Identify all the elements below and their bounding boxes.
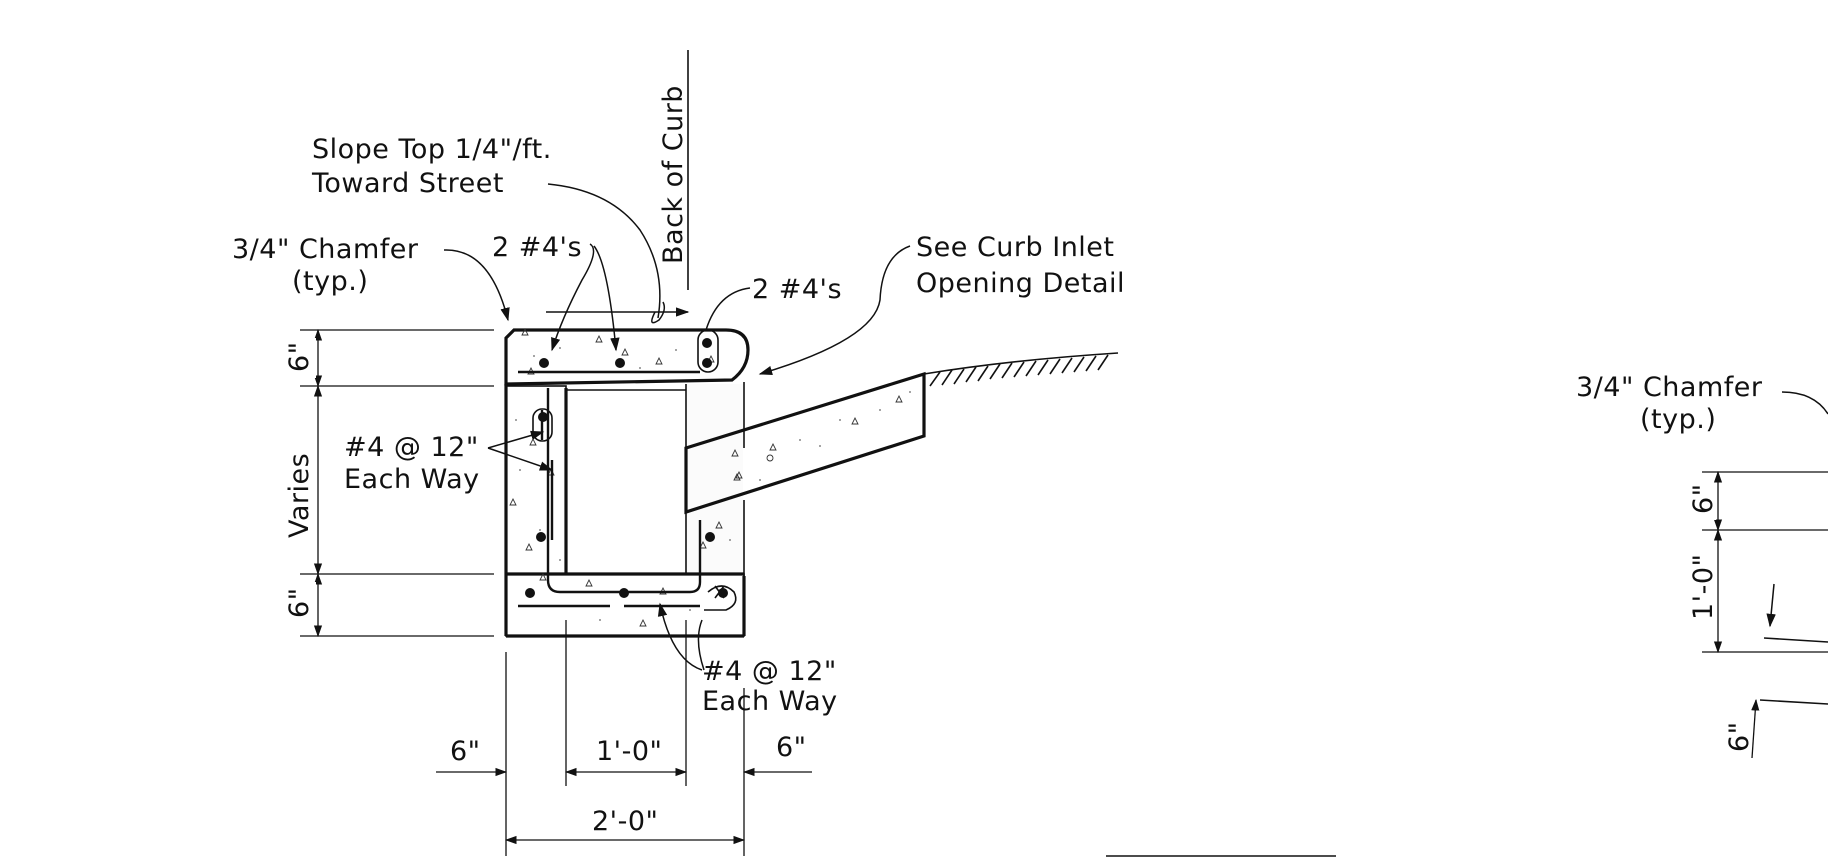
- vertical-dimensions: [300, 328, 494, 638]
- slope-note-line2: Toward Street: [311, 168, 504, 199]
- horizontal-dimensions: [436, 620, 812, 856]
- main-section: Back of Curb Slope Top 1/4"/ft. Toward S…: [232, 50, 1336, 857]
- inlet-slab: [684, 371, 926, 515]
- slope-note-leader: [547, 183, 661, 319]
- back-of-curb-label: Back of Curb: [658, 85, 689, 264]
- wall-rebar-leader-a: [487, 430, 545, 449]
- chamfer-leader: [443, 249, 510, 322]
- right-bars-leader: [705, 287, 751, 331]
- dim-left-wall: 6": [450, 736, 481, 767]
- bottom-rebar-leader-b: [697, 619, 705, 671]
- rebar: [518, 329, 737, 611]
- top-bars-leader-a: [551, 243, 595, 352]
- dim-overall: 2'-0": [592, 806, 658, 837]
- wall-rebar-leader-b: [487, 447, 554, 471]
- partial-dim-middle: 1'-0": [1688, 554, 1719, 620]
- left-wall: [505, 385, 567, 575]
- partial-dim-top: 6": [1688, 483, 1719, 514]
- dim-bottom-slab: 6": [284, 587, 315, 618]
- top-bars-label: 2 #4's: [492, 232, 582, 263]
- bottom-rebar-label-line1: #4 @ 12": [702, 656, 837, 687]
- partial-chamfer-line1: 3/4" Chamfer: [1576, 372, 1763, 403]
- ground-hatch: [923, 352, 1119, 387]
- top-slab-outline: [504, 328, 750, 386]
- top-bars-leader-b: [593, 245, 620, 352]
- inlet-label-line2: Opening Detail: [916, 268, 1125, 299]
- chamfer-label-line2: (typ.): [292, 266, 368, 297]
- bottom-rebar-label-line2: Each Way: [702, 686, 838, 717]
- dim-right-wall: 6": [776, 732, 807, 763]
- dim-top-slab: 6": [284, 341, 315, 372]
- bottom-rebar-leader-a: [657, 602, 703, 671]
- slope-note-line1: Slope Top 1/4"/ft.: [312, 134, 552, 165]
- wall-rebar-label-line2: Each Way: [344, 464, 480, 495]
- right-wall: [687, 384, 743, 572]
- right-bars-label: 2 #4's: [752, 274, 842, 305]
- partial-dim-bottom: 6": [1724, 721, 1755, 752]
- partial-chamfer-line2: (typ.): [1640, 404, 1716, 435]
- inlet-label-line1: See Curb Inlet: [916, 232, 1115, 263]
- dim-interior: 1'-0": [596, 736, 662, 767]
- dim-varies: Varies: [284, 453, 315, 538]
- partial-detail: 3/4" Chamfer (typ.) 6" 1'-0" 6": [1576, 372, 1828, 759]
- chamfer-label-line1: 3/4" Chamfer: [232, 234, 419, 265]
- wall-rebar-label-line1: #4 @ 12": [344, 432, 479, 463]
- inlet-leader: [758, 245, 911, 376]
